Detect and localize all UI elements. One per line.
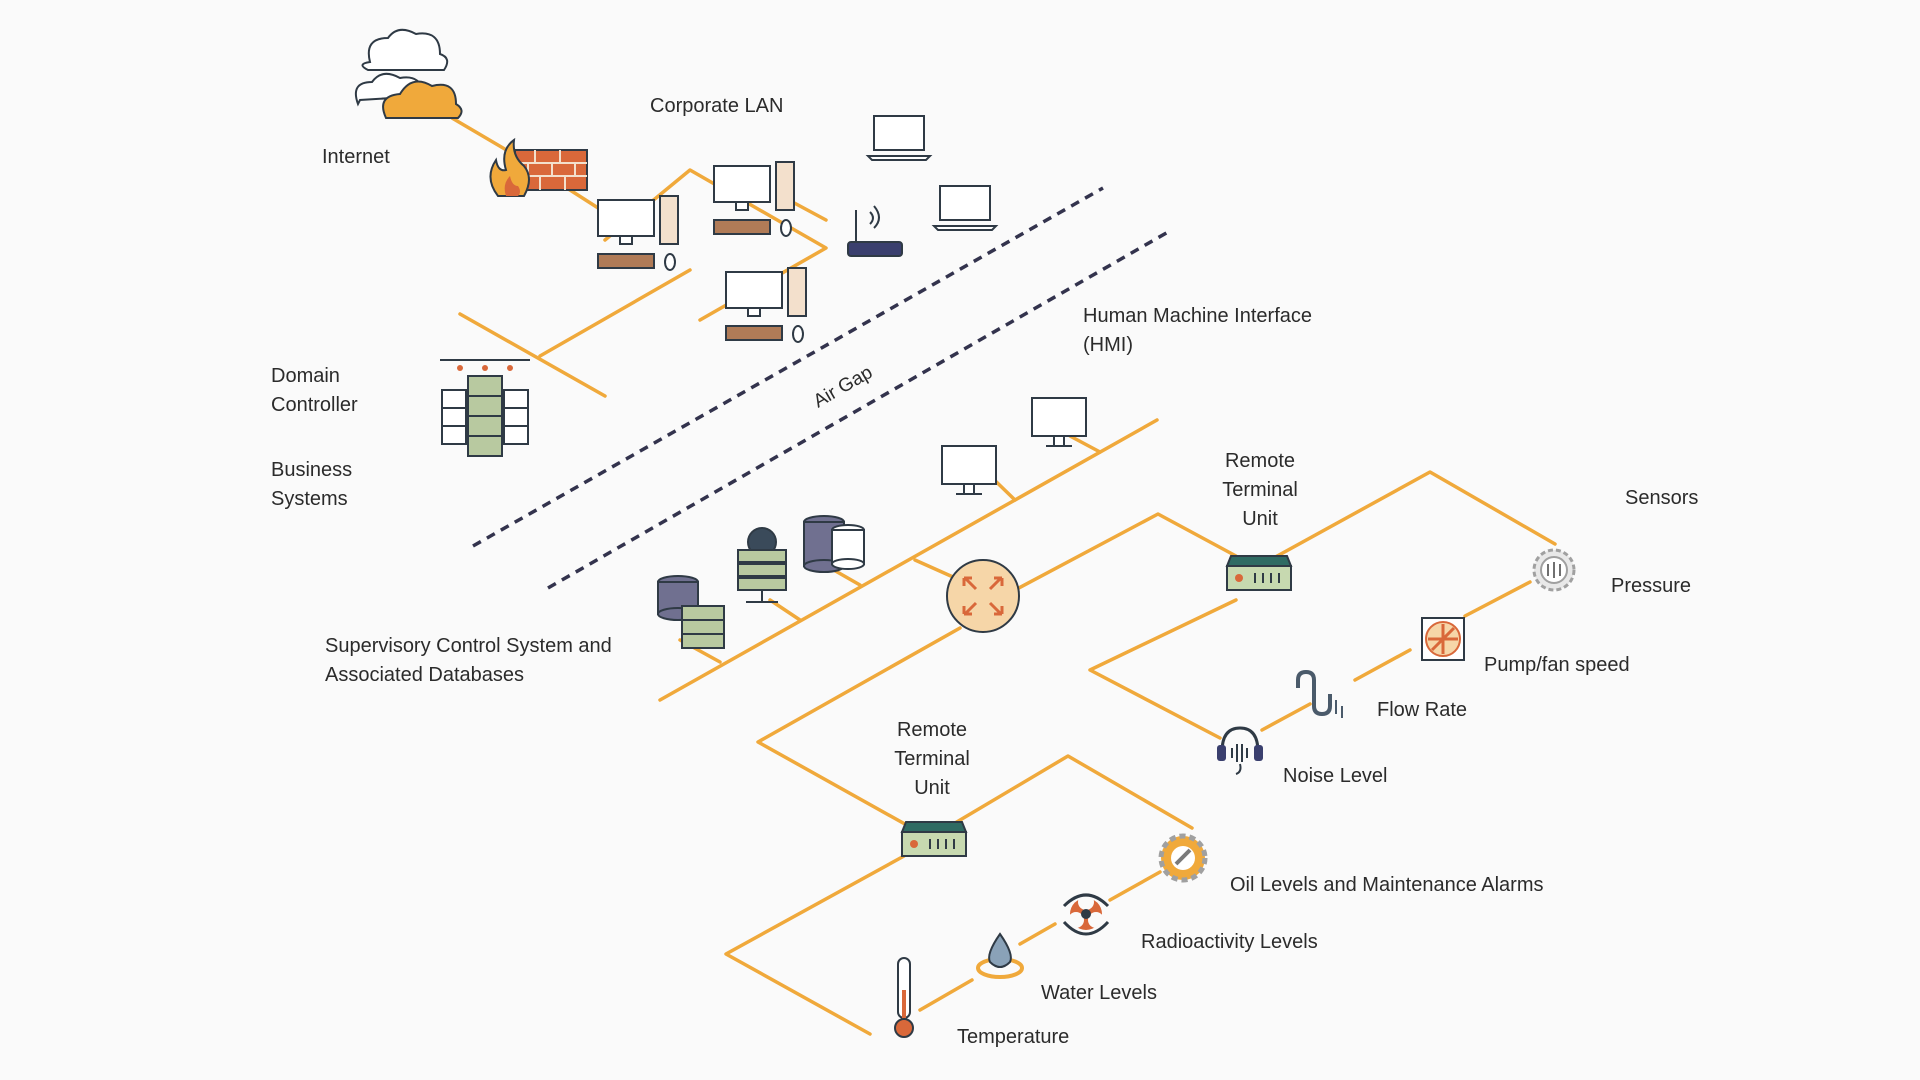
scada-backbone [658, 418, 1159, 702]
pump-pressure-link [1463, 580, 1532, 618]
hmi-monitor-icon [1031, 397, 1087, 447]
laptop-icon [931, 185, 999, 231]
laptop-icon [865, 115, 933, 161]
rtu-bottom-lower [724, 854, 906, 1036]
hmi-branch-2 [1068, 434, 1102, 454]
db-branch-2 [768, 598, 802, 622]
router-to-rtu-bottom [756, 626, 962, 830]
globe-server-icon [737, 527, 787, 603]
database-icon [657, 575, 725, 649]
internet-label: Internet [322, 146, 390, 168]
radio-oil-link [1108, 870, 1162, 902]
rtu-bottom-label: Remote Terminal Unit [894, 719, 970, 799]
radioactivity-label: Radioactivity Levels [1141, 931, 1318, 953]
wifi-router-icon [847, 205, 903, 257]
rtu-icon [1225, 555, 1293, 591]
temperature-label: Temperature [957, 1026, 1070, 1048]
scada-label: Supervisory Control System and Associate… [325, 635, 612, 686]
rtu-top-lower [1088, 598, 1238, 740]
air-gap-line-1 [472, 186, 1104, 548]
water-levels-label: Water Levels [1041, 982, 1157, 1004]
flow-pipe-icon [1296, 669, 1343, 718]
pump-fan-speed-label: Pump/fan speed [1484, 654, 1630, 676]
corporate-lan-label: Corporate LAN [650, 95, 784, 117]
pressure-gauge-icon [1532, 548, 1576, 592]
water-radio-link [1018, 922, 1057, 946]
noise-flow-link [1260, 702, 1312, 732]
domain-controller-branch [458, 312, 607, 398]
flow-rate-label: Flow Rate [1377, 699, 1468, 721]
headset-icon [1217, 726, 1263, 775]
desktop-computer-icon [597, 195, 679, 271]
thermometer-icon [894, 957, 914, 1038]
rtu-icon [900, 821, 968, 857]
air-gap-label: Air Gap [810, 362, 876, 412]
router-to-rtu-top [998, 512, 1238, 600]
desktop-computer-icon [725, 267, 807, 343]
server-rack-icon [440, 359, 530, 457]
flow-pump-link [1353, 648, 1412, 682]
desktop-computer-icon [713, 161, 795, 237]
water-drop-icon [976, 932, 1024, 979]
rtu-top-upper [1268, 470, 1557, 562]
firewall-icon [489, 137, 588, 197]
hmi-label: Human Machine Interface (HMI) [1083, 305, 1313, 356]
business-systems-label: Business Systems [271, 459, 353, 510]
lan-to-dc-link [538, 268, 692, 358]
temp-water-link [918, 978, 974, 1012]
air-gap-line-2 [547, 230, 1169, 590]
biohazard-icon [1062, 893, 1110, 936]
domain-controller-label: Domain Controller [271, 365, 358, 416]
sensors-label: Sensors [1625, 487, 1699, 509]
pressure-label: Pressure [1611, 575, 1692, 597]
cloud-icon [354, 28, 463, 119]
noise-level-label: Noise Level [1283, 765, 1388, 787]
router-icon [946, 559, 1020, 633]
rtu-bottom-upper [948, 754, 1194, 830]
hmi-monitor-icon [941, 445, 997, 495]
maintenance-gear-icon [1158, 833, 1208, 883]
rtu-top-label: Remote Terminal Unit [1222, 450, 1298, 530]
oil-levels-label: Oil Levels and Maintenance Alarms [1230, 874, 1544, 896]
database-icon [803, 515, 865, 573]
fan-icon [1421, 617, 1465, 661]
